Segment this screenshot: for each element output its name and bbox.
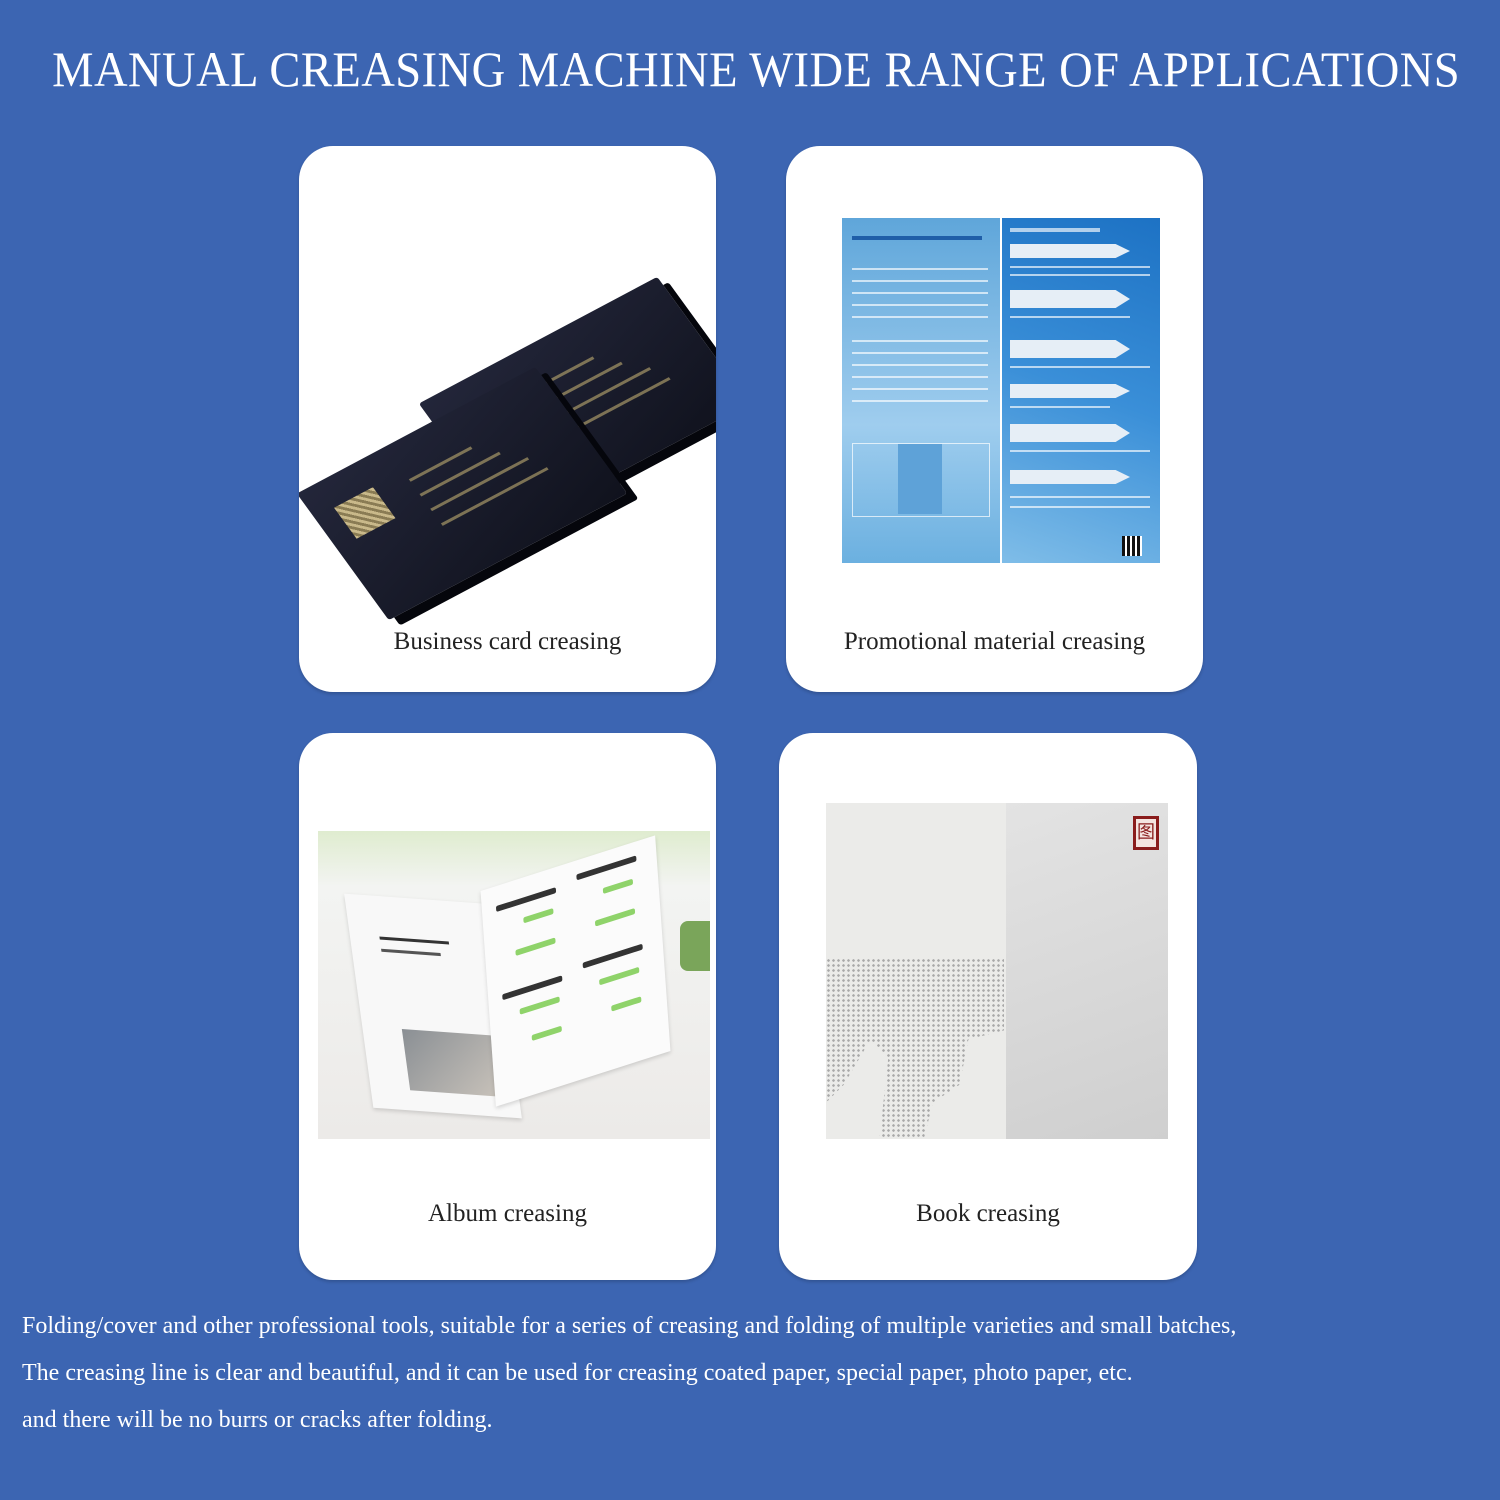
- album-image: [318, 831, 710, 1139]
- description-line: The creasing line is clear and beautiful…: [22, 1360, 1133, 1386]
- brochure-image: [842, 218, 1160, 563]
- card-label: Album creasing: [428, 1200, 587, 1227]
- application-card-promotional-material: Promotional material creasing: [786, 146, 1203, 692]
- description-line: and there will be no burrs or cracks aft…: [22, 1407, 493, 1433]
- description-line: Folding/cover and other professional too…: [22, 1313, 1237, 1339]
- application-card-book: 图 Book creasing: [779, 733, 1197, 1280]
- business-cards-image: [299, 206, 716, 621]
- card-label: Business card creasing: [393, 628, 622, 655]
- application-card-business-card: Business card creasing: [299, 146, 716, 692]
- card-label: Promotional material creasing: [843, 628, 1146, 655]
- card-label: Book creasing: [916, 1200, 1060, 1227]
- book-image: 图: [826, 803, 1168, 1139]
- red-seal-icon: 图: [1133, 816, 1159, 850]
- page-title: MANUAL CREASING MACHINE WIDE RANGE OF AP…: [52, 41, 1461, 97]
- application-card-album: Album creasing: [299, 733, 716, 1280]
